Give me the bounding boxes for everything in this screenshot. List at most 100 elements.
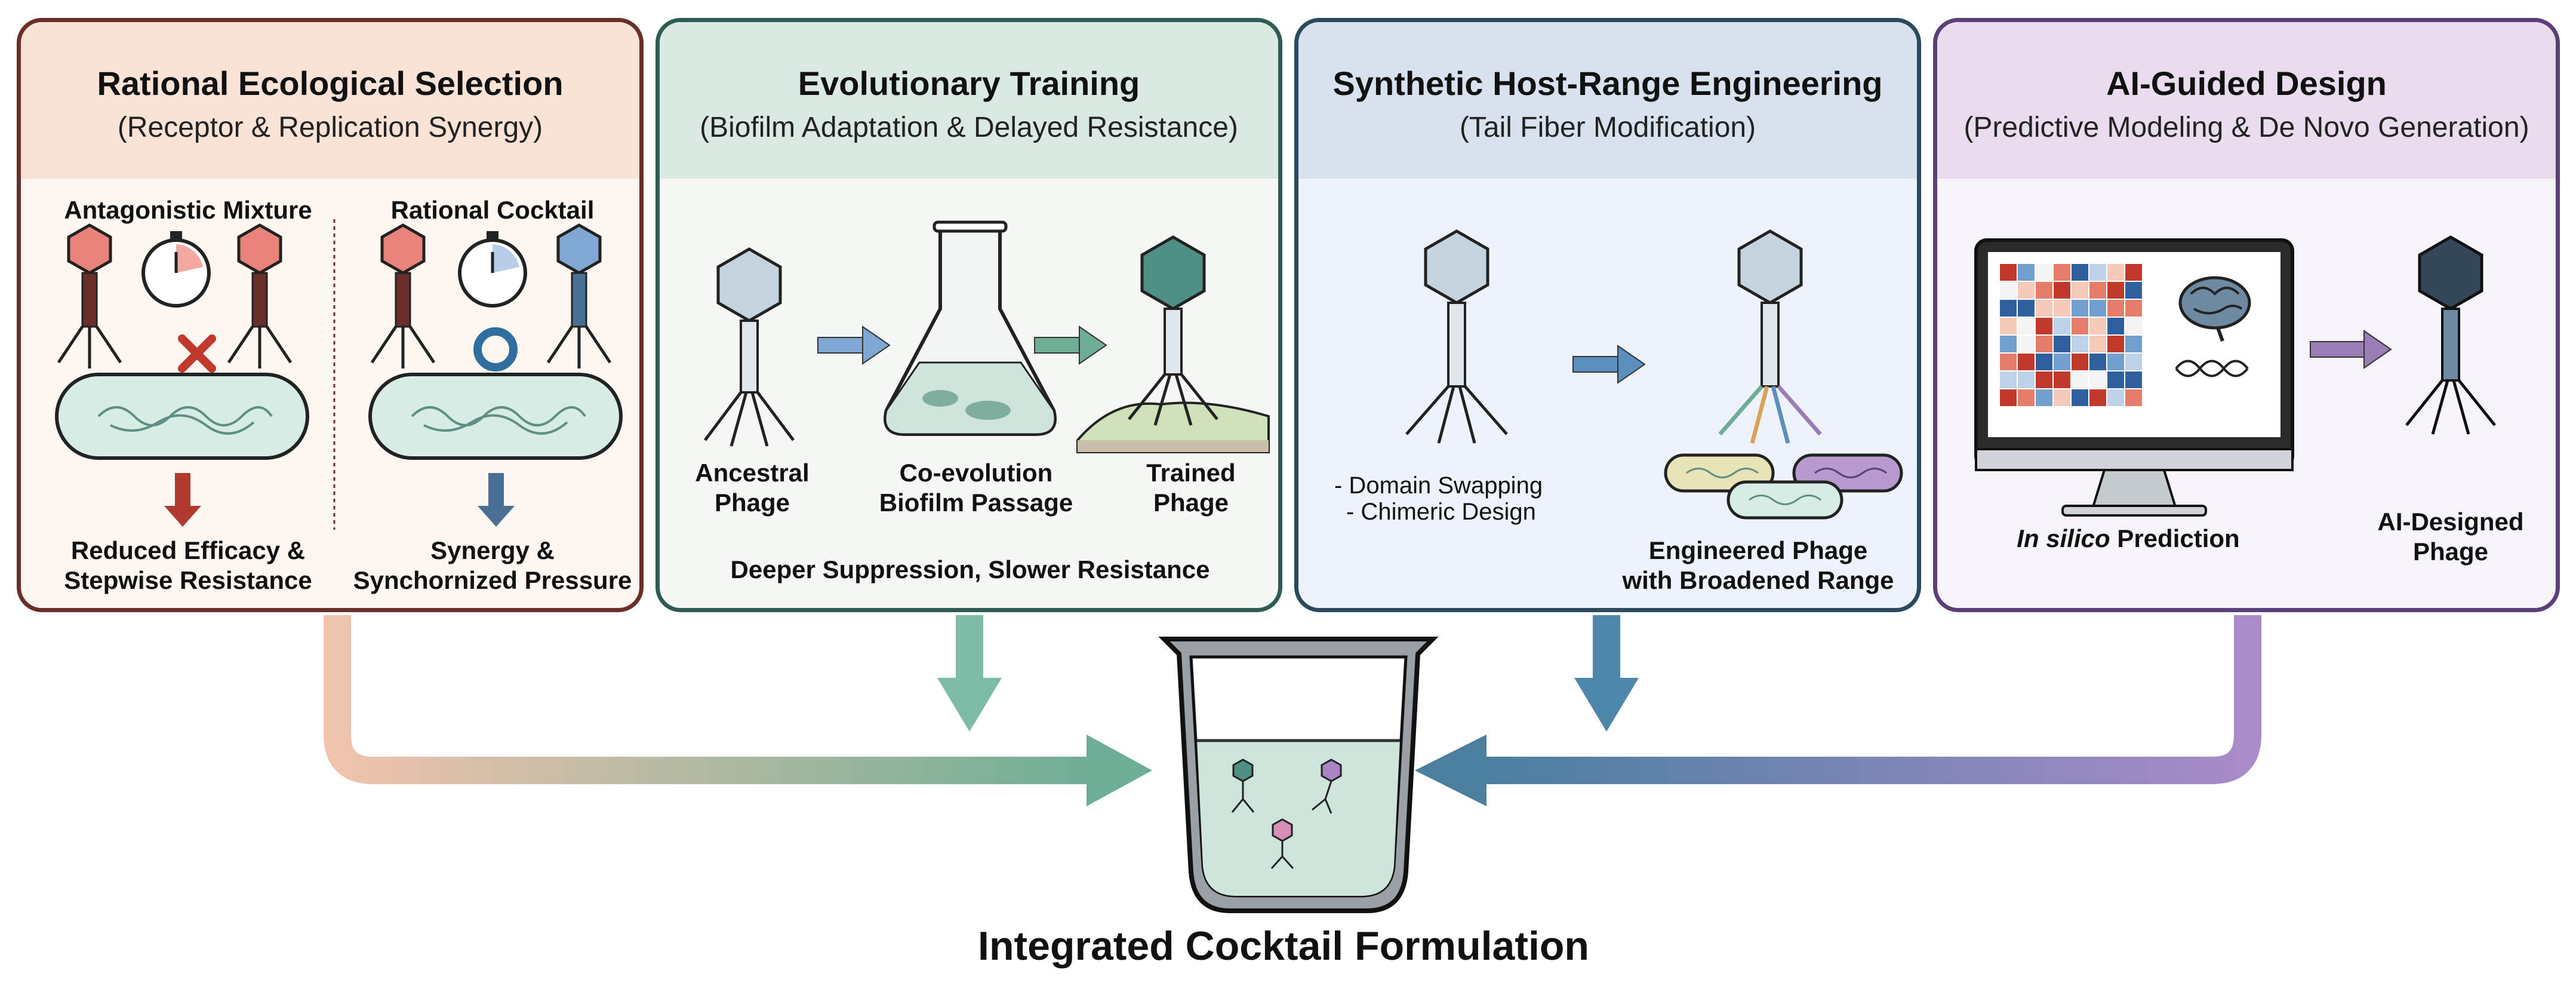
panel-host-range-engineering: Synthetic Host-Range Engineering (Tail F… (1294, 18, 1921, 612)
panel-title: Rational Ecological Selection (97, 65, 564, 102)
panel-header: AI-Guided Design (Predictive Modeling & … (1937, 22, 2556, 179)
heatmap-cell (2054, 371, 2070, 388)
heatmap-cell (2125, 354, 2142, 370)
heatmap-cell (2000, 282, 2017, 299)
panel-title: AI-Guided Design (2106, 65, 2387, 102)
heatmap-cell (2089, 371, 2106, 388)
heatmap-cell (2125, 318, 2142, 334)
heatmap-cell (2107, 354, 2124, 370)
flask-icon (884, 220, 1057, 436)
down-flow-arrow (937, 615, 1002, 732)
heatmap-cell (2036, 354, 2052, 370)
heatmap-cell (2018, 318, 2035, 334)
heatmap-cell (2054, 389, 2070, 406)
panel-title: Synthetic Host-Range Engineering (1332, 65, 1883, 102)
down-arrow-icon (164, 473, 201, 527)
red-phage-icon (370, 223, 436, 368)
panel-rational-ecological-selection: Rational Ecological Selection (Receptor … (17, 18, 644, 612)
heatmap-cell (2107, 371, 2124, 388)
panel-header: Evolutionary Training (Biofilm Adaptatio… (660, 22, 1278, 179)
heatmap-cell (2054, 264, 2070, 281)
heatmap-cell (2107, 389, 2124, 406)
heatmap-cell (2089, 264, 2106, 281)
heatmap-cell (2018, 371, 2035, 388)
heatmap-cell (2089, 354, 2106, 370)
heatmap-cell (2036, 336, 2052, 352)
panel3-illustration (1405, 229, 1903, 520)
heatmap-cell (2018, 282, 2035, 299)
trained-phage-icon (1128, 235, 1218, 426)
heatmap-cell (2107, 300, 2124, 317)
heatmap-cell (2107, 282, 2124, 299)
heatmap-cell (2018, 300, 2035, 317)
ancestral-phage-icon (704, 247, 795, 447)
heatmap-cell (2107, 318, 2124, 334)
heatmap-cell (2054, 318, 2070, 334)
panel1-illustration (55, 219, 623, 530)
right-arrow-icon (1572, 345, 1646, 384)
red-phage-icon (57, 223, 122, 368)
heatmap-cell (2036, 300, 2052, 317)
heatmap-cell (2000, 371, 2017, 388)
left-flow-arrow (324, 615, 1152, 806)
heatmap-icon (2000, 264, 2142, 406)
chimeric-design-text: - Chimeric Design (1346, 499, 1536, 525)
heatmap-cell (2072, 300, 2088, 317)
heatmap-cell (2054, 336, 2070, 352)
panel-ai-guided-design: AI-Guided Design (Predictive Modeling & … (1933, 18, 2560, 612)
heatmap-cell (2107, 264, 2124, 281)
heatmap-cell (2000, 264, 2017, 281)
heatmap-cell (2018, 389, 2035, 406)
right-arrow-icon (1034, 325, 1107, 365)
bottom-title: Integrated Cocktail Formulation (978, 923, 1589, 969)
heatmap-cell (2072, 389, 2088, 406)
down-flow-arrow (1574, 615, 1639, 732)
rational-cocktail-heading: Rational Cocktail (390, 196, 595, 224)
synergy-label: Synergy &Synchornized Pressure (353, 536, 632, 595)
panel-header: Synthetic Host-Range Engineering (Tail F… (1298, 22, 1917, 179)
cross-icon (178, 334, 216, 373)
panel-subtitle: (Biofilm Adaptation & Delayed Resistance… (700, 112, 1238, 143)
heatmap-cell (2018, 354, 2035, 370)
heatmap-cell (2018, 336, 2035, 352)
synergy-circle-icon (473, 327, 518, 371)
domain-swapping-text: - Domain Swapping (1334, 472, 1543, 499)
heatmap-cell (2000, 354, 2017, 370)
right-arrow-icon (817, 325, 891, 365)
heatmap-cell (2107, 336, 2124, 352)
heatmap-cell (2125, 371, 2142, 388)
heatmap-cell (2089, 300, 2106, 317)
heatmap-cell (2000, 300, 2017, 317)
bacterium-icon (368, 373, 623, 460)
heatmap-cell (2000, 336, 2017, 352)
dna-icon (2175, 360, 2249, 377)
heatmap-cell (2054, 282, 2070, 299)
heatmap-cell (2036, 264, 2052, 281)
ai-designed-phage-icon (2405, 235, 2496, 435)
heatmap-cell (2089, 336, 2106, 352)
phage-icon (1312, 758, 1342, 814)
blue-phage-icon (546, 223, 612, 368)
reduced-efficacy-label: Reduced Efficacy &Stepwise Resistance (64, 536, 312, 595)
panel-subtitle: (Tail Fiber Modification) (1459, 112, 1756, 143)
heatmap-cell (2036, 318, 2052, 334)
panel-evolutionary-training: Evolutionary Training (Biofilm Adaptatio… (655, 18, 1282, 612)
panel4-illustration (1974, 235, 2496, 517)
antagonistic-mixture-heading: Antagonistic Mixture (64, 196, 312, 224)
panel2-illustration (704, 220, 1270, 453)
engineered-phage-icon (1718, 229, 1822, 444)
heatmap-cell (2072, 282, 2088, 299)
heatmap-cell (2036, 282, 2052, 299)
heatmap-cell (2125, 282, 2142, 299)
heatmap-cell (2072, 264, 2088, 281)
heatmap-cell (2072, 318, 2088, 334)
panel-subtitle: (Receptor & Replication Synergy) (117, 112, 543, 143)
down-arrow-icon (478, 473, 515, 527)
right-arrow-icon (2310, 330, 2392, 369)
right-flow-arrow (1415, 615, 2261, 806)
